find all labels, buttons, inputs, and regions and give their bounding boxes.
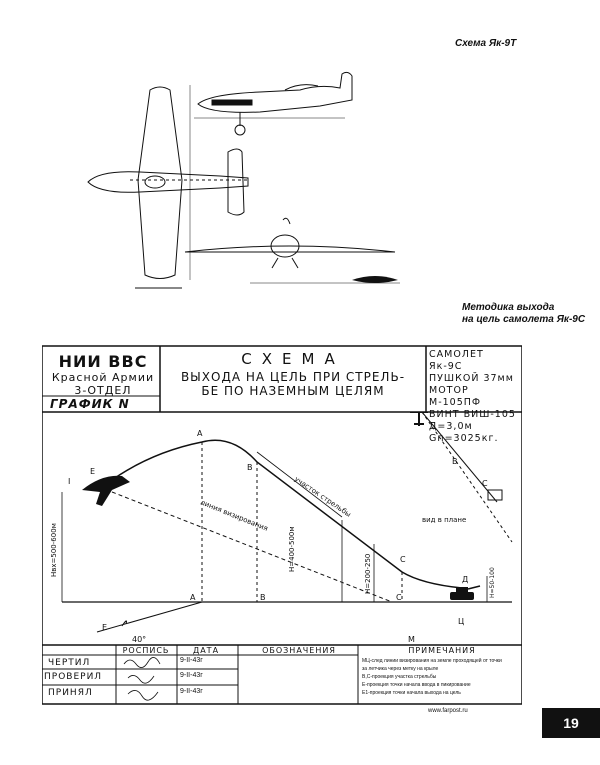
label-M: М [408,635,415,644]
sight-line [111,491,393,603]
spec-line1: САМОЛЕТ Як-9С [429,349,484,372]
front-view [184,217,400,284]
label-h-entry: Нвх=500-600м [50,523,58,577]
label-C-plan: С [482,479,488,488]
graph-label: ГРАФИК N [50,397,130,411]
caption-method-line2: на цель самолета Як-9С [462,314,586,325]
org-line3: 3-ОТДЕЛ [74,384,132,397]
header-desig: ОБОЗНАЧЕНИЯ [262,646,336,655]
label-B-plan: В [452,457,458,466]
label-h-low: Н=50-100 [489,567,496,598]
note-5: Е1-проекция точки начала выхода на цель [362,690,461,696]
label-C1: С [396,593,402,602]
top-view-fuselage [87,171,249,193]
header-date: ДАТА [192,646,220,655]
header-sign: РОСПИСЬ [122,646,170,655]
label-E1: Е [102,623,107,632]
spec-line5: Д=3,0м Gп=3025кг. [429,421,499,444]
row-checked: ПРОВЕРИЛ [44,672,103,682]
plan-target-box [487,489,503,501]
label-h-fire: Н=400-500м [288,526,296,572]
label-E: Е [90,467,95,476]
spec-line3: МОТОР М-105ПФ [429,385,482,408]
date-1: 9-II-43г [180,657,203,664]
scheme-sheet [42,345,522,705]
plane-diving [82,475,130,506]
page-number: 19 [542,708,600,738]
tank-target [450,585,481,600]
attack-diagram: А В С Д Е А В С Е I М Ц В С 40° вид в пл… [50,412,513,644]
aircraft-three-view-drawing [87,71,400,289]
wings-emblem [352,276,398,283]
side-view [194,71,353,136]
note-4: Е-проекция точки начала ввода в пикирова… [362,682,471,688]
note-1: МЦ-след линии визирования на земле прохо… [362,658,502,664]
notes-block: МЦ-след линии визирования на земле прохо… [362,657,522,697]
org-block: НИИ ВВС Красной Армии 3-ОТДЕЛ [48,352,158,397]
plane-plan-view [410,412,428,426]
spec-line2: ПУШКОЙ 37мм [429,373,514,384]
note-2: за летчика через метку на крыле [362,666,439,672]
date-3: 9-II-43г [180,688,203,695]
caption-yak9t: Схема Як-9Т [455,38,517,49]
caption-method-line1: Методика выхода [462,302,555,313]
site-url[interactable]: www.farpost.ru [428,708,468,714]
note-3: В,С-проекция участка стрельбы [362,674,437,680]
row-drew: ЧЕРТИЛ [48,658,91,668]
label-Ts: Ц [458,617,464,626]
top-view-tail [227,148,245,216]
spec-block: САМОЛЕТ Як-9С ПУШКОЙ 37мм МОТОР М-105ПФ … [429,349,521,445]
date-2: 9-II-43г [180,672,203,679]
scheme-title-block: СХЕМА ВЫХОДА НА ЦЕЛЬ ПРИ СТРЕЛЬ- БЕ ПО Н… [162,350,424,398]
label-B1: В [260,593,266,602]
header-notes: ПРИМЕЧАНИЯ [408,646,476,655]
label-A1: А [190,593,196,602]
top-view-wing [137,86,183,279]
scheme-title: СХЕМА [241,350,345,368]
label-A: А [197,429,203,438]
label-plan-view: вид в плане [422,516,466,524]
org-line2: Красной Армии [51,371,155,384]
org-line1: НИИ ВВС [58,352,148,371]
label-h-exit: Н=200-250 [364,554,372,594]
label-D: Д [462,575,468,584]
label-sight-line: линия визирования [199,498,269,532]
caption-method: Методика выхода на цель самолета Як-9С [462,302,585,326]
flight-path [111,439,463,589]
spec-line4: ВИНТ ВИШ-105 [429,409,516,420]
signatures [123,657,161,701]
label-B: В [247,463,253,472]
label-angle: 40° [132,635,146,644]
scheme-line2: БЕ ПО НАЗЕМНЫМ ЦЕЛЯМ [201,384,385,398]
label-C: С [400,555,406,564]
scheme-line1: ВЫХОДА НА ЦЕЛЬ ПРИ СТРЕЛЬ- [180,370,406,384]
row-accepted: ПРИНЯЛ [48,688,93,698]
label-I: I [68,477,70,486]
